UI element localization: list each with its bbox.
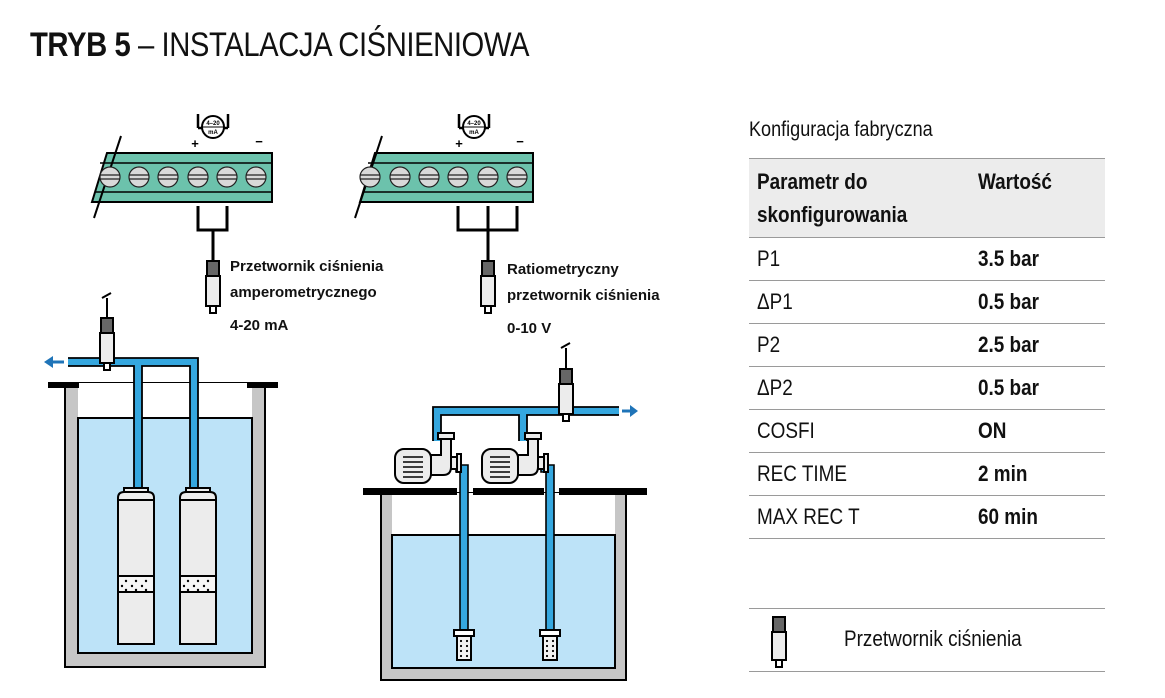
table-row: P1 3.5 bar [749, 237, 1105, 281]
pipe-sensor-right [558, 342, 574, 422]
submersible-pump-2 [179, 487, 217, 645]
sensor-current-signal: 4-20 mA [230, 317, 289, 334]
plus-sign-2: + [455, 136, 463, 151]
tank-surface [363, 488, 647, 681]
param-name: P2 [749, 323, 970, 367]
param-name: REC TIME [749, 452, 970, 496]
param-name: P1 [749, 237, 970, 281]
header-value: Wartość [970, 158, 1105, 238]
submersible-pump-1 [117, 487, 155, 645]
sensor-current-line2: amperometrycznego [230, 284, 377, 301]
sensor-ratiometric-line1: Ratiometryczny [507, 261, 619, 278]
sensor-current-line1: Przetwornik ciśnienia [230, 258, 384, 275]
pressure-sensor-icon [558, 368, 574, 422]
param-value: 0.5 bar [970, 366, 1105, 410]
param-value: 60 min [970, 495, 1105, 539]
loop-label-top-2: 4–20 [467, 121, 481, 127]
param-value: 3.5 bar [970, 237, 1105, 281]
plus-sign: + [191, 136, 199, 151]
suction-strainer-1 [453, 629, 475, 661]
header-parameter: Parametr do skonfigurowania [749, 158, 970, 238]
minus-sign-2: − [516, 134, 524, 149]
table-row: P2 2.5 bar [749, 323, 1105, 367]
param-name: ΔP2 [749, 366, 970, 410]
terminal-block-ratiometric [354, 135, 534, 219]
pressure-sensor-icon [771, 616, 787, 668]
minus-sign: − [255, 134, 263, 149]
loop-label-top: 4–20 [206, 121, 220, 127]
tank-submersible [48, 382, 278, 668]
sensor-wiring-current [196, 206, 229, 262]
config-table: Parametr do skonfigurowania Wartość P1 3… [749, 158, 1105, 539]
loop-label-bottom: mA [208, 130, 218, 136]
title-description: – INSTALACJA CIŚNIENIOWA [130, 26, 530, 64]
table-row: COSFI ON [749, 409, 1105, 453]
legend: Przetwornik ciśnienia [749, 608, 1105, 672]
loop-label-bottom-2: mA [469, 130, 479, 136]
pressure-sensor-icon [480, 260, 496, 314]
table-row: REC TIME 2 min [749, 452, 1105, 496]
table-row: ΔP2 0.5 bar [749, 366, 1105, 410]
installation-diagram: 4–20 mA + − Przetwornik ciśnienia ampero… [44, 114, 660, 681]
param-name: MAX REC T [749, 495, 970, 539]
sensor-wiring-ratiometric [456, 206, 519, 262]
table-row: ΔP1 0.5 bar [749, 280, 1105, 324]
legend-label: Przetwornik ciśnienia [844, 626, 1022, 651]
sensor-ratiometric-line2: przetwornik ciśnienia [507, 287, 660, 304]
title-mode: TRYB 5 [30, 26, 131, 64]
sensor-ratiometric-signal: 0-10 V [507, 320, 551, 337]
surface-pump-1 [394, 432, 462, 484]
param-name: ΔP1 [749, 280, 970, 324]
param-value: 0.5 bar [970, 280, 1105, 324]
factory-config-title: Konfiguracja fabryczna [749, 118, 933, 141]
flow-arrow-left [44, 356, 64, 368]
header-parameter-line2: skonfigurowania [757, 202, 908, 227]
header-parameter-line1: Parametr do [757, 169, 868, 194]
current-loop-symbol-2: 4–20 mA + − [455, 114, 524, 151]
page-title: TRYB 5 – INSTALACJA CIŚNIENIOWA [30, 26, 529, 65]
suction-strainer-2 [539, 629, 561, 661]
param-name: COSFI [749, 409, 970, 453]
pipe-sensor-left [99, 292, 115, 371]
current-loop-symbol: 4–20 mA + − [191, 114, 263, 151]
surface-pump-2 [481, 432, 549, 484]
param-value: 2.5 bar [970, 323, 1105, 367]
pressure-sensor-icon [205, 260, 221, 314]
config-table-header: Parametr do skonfigurowania Wartość [749, 158, 1105, 238]
terminal-block-current [90, 135, 273, 219]
flow-arrow-right [622, 405, 638, 417]
pressure-sensor-icon [99, 317, 115, 371]
param-value: 2 min [970, 452, 1105, 496]
table-row: MAX REC T 60 min [749, 495, 1105, 539]
factory-config-panel: Konfiguracja fabryczna Parametr do skonf… [749, 118, 1105, 539]
param-value: ON [970, 409, 1105, 453]
